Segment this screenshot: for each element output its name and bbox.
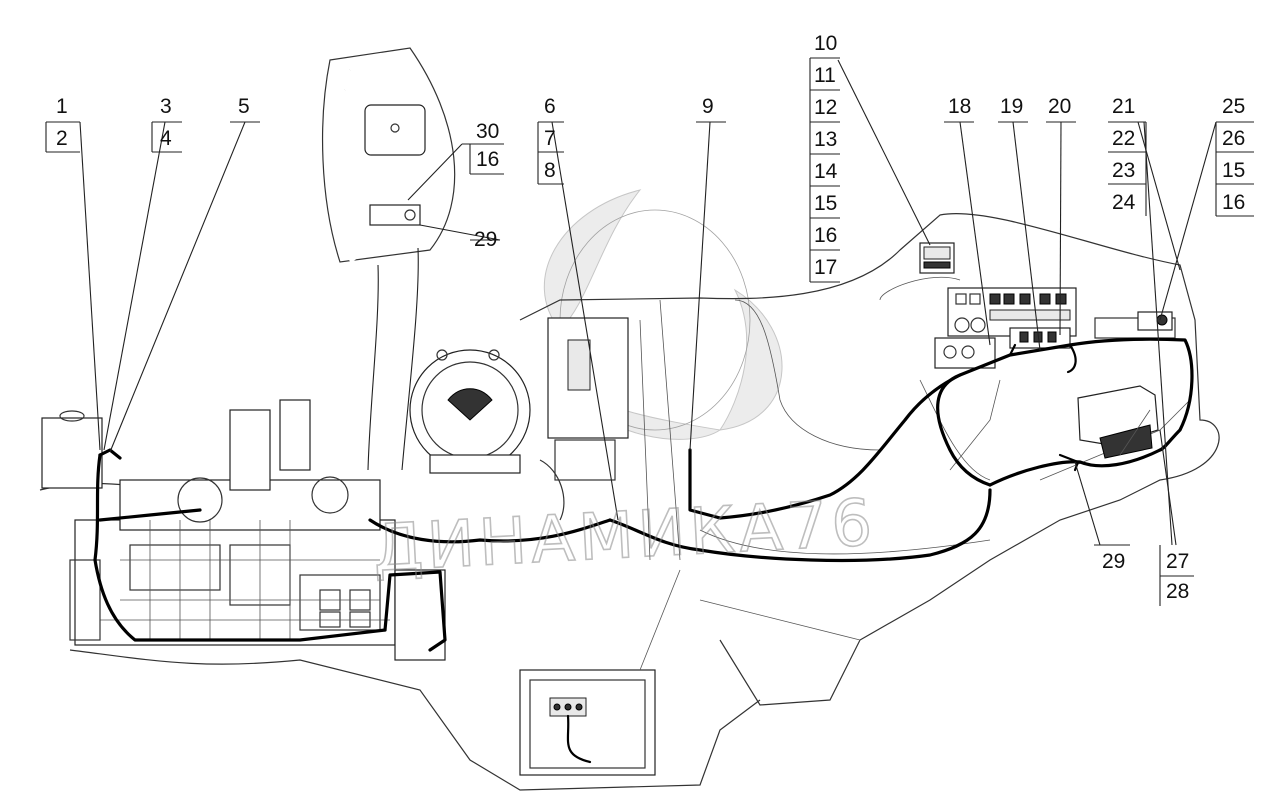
callout-9: 9 [702,95,714,118]
callout-16c: 16 [476,148,499,171]
callout-29a: 29 [474,228,497,251]
callout-10: 10 [814,32,837,55]
callout-7: 7 [544,127,556,150]
inset-filter-hose [321,47,456,471]
callout-24: 24 [1112,191,1136,214]
callout-15: 15 [814,192,837,215]
callout-22: 22 [1112,127,1135,150]
callout-14: 14 [814,160,838,183]
callout-23: 23 [1112,159,1135,182]
watermark-text: ДИНАМИКА76 [371,486,878,586]
callout-19: 19 [1000,95,1023,118]
left-tank [41,410,103,489]
leader-lines [46,59,1217,546]
callout-8: 8 [544,159,556,182]
callout-25: 25 [1222,95,1245,118]
callout-17: 17 [814,256,837,279]
callout-18: 18 [948,95,971,118]
inset-battery-box [519,569,681,776]
callout-26: 26 [1222,127,1245,150]
callout-3: 3 [160,95,172,118]
callout-27: 27 [1166,550,1189,573]
callout-29b: 29 [1102,550,1125,573]
callout-20: 20 [1048,95,1071,118]
callout-6: 6 [544,95,556,118]
callout-4: 4 [160,127,172,150]
callout-12: 12 [814,96,837,119]
callout-28: 28 [1166,580,1189,603]
callout-15b: 15 [1222,159,1245,182]
callout-2: 2 [56,127,68,150]
air-filter [409,349,531,474]
callout-16b: 16 [1222,191,1245,214]
callout-5: 5 [238,95,250,118]
callout-1: 1 [56,95,68,118]
callout-13: 13 [814,128,837,151]
callout-30: 30 [476,120,499,143]
callout-21: 21 [1112,95,1135,118]
body-outline [39,213,1220,791]
callout-labels: 1 2 3 4 5 6 7 8 9 10 11 12 13 14 15 16 1… [45,32,1254,606]
engine-block [69,399,446,661]
fuse-box [1077,385,1159,459]
instrument-panel [919,242,1176,369]
bracket-tank [539,317,629,521]
callout-11: 11 [814,64,836,87]
wiring-harness [93,337,1194,652]
callout-16: 16 [814,224,837,247]
